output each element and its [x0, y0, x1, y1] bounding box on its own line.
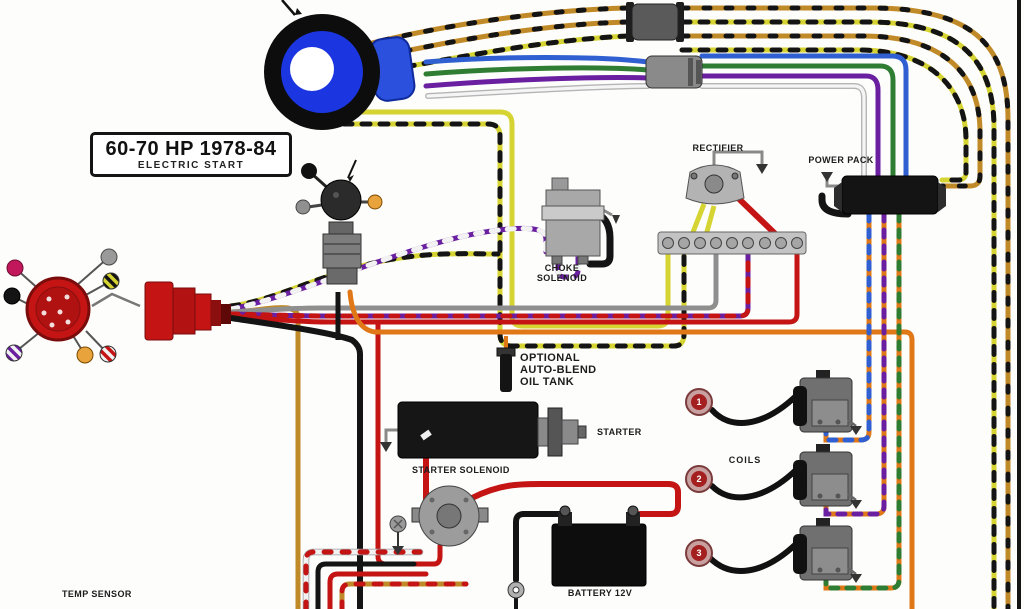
oil-tank-plug [496, 336, 516, 392]
rectifier-label: RECTIFIER [692, 143, 744, 153]
remote-plug [3, 248, 231, 364]
choke-solenoid [541, 177, 620, 280]
battery-label: BATTERY 12V [567, 588, 633, 598]
flywheel [264, 0, 416, 130]
choke-solenoid-label: CHOKE SOLENOID [536, 263, 588, 283]
ground-symbol [821, 172, 833, 182]
title-line2: ELECTRIC START [137, 160, 245, 171]
starter-solenoid [389, 485, 489, 555]
coil-1 [685, 370, 862, 435]
upper-inline-connector [626, 2, 684, 42]
switch-knob-black [301, 163, 317, 179]
trigger-wires [423, 53, 909, 179]
ground-symbol [850, 500, 862, 509]
title-line1: 60-70 HP 1978-84 [105, 138, 277, 160]
ground-symbol [850, 574, 862, 583]
starter-label: STARTER [597, 427, 642, 437]
pigtail-magenta [6, 259, 24, 277]
coils-label: COILS [728, 455, 762, 465]
title-box: 60-70 HP 1978-84 ELECTRIC START [90, 132, 292, 177]
temp-sensor-harness [302, 548, 469, 609]
ground-symbol [612, 215, 620, 224]
oil-tank-label: OPTIONAL AUTO-BLEND OIL TANK [520, 352, 597, 388]
rectifier [683, 150, 795, 253]
pigtail-yellow-black [102, 272, 120, 290]
starter-solenoid-label: STARTER SOLENOID [412, 465, 510, 475]
terminal-strip [657, 231, 807, 255]
ignition-coils [685, 370, 862, 583]
safety-switch [295, 159, 915, 609]
ground-symbol [380, 442, 392, 452]
stator-label: STATOR [250, 0, 296, 2]
pigtail-black [3, 287, 21, 305]
temp-sensor-label: TEMP SENSOR [62, 589, 132, 599]
coil-3 [685, 518, 862, 583]
stator-harness-loops [679, 0, 1021, 609]
power-pack [818, 172, 946, 218]
starter [380, 401, 587, 459]
switch-knob-gray [295, 199, 311, 215]
battery [507, 505, 647, 599]
coil-feed-wires [823, 211, 902, 591]
lower-inline-connector [645, 55, 703, 89]
pigtail-purple-white [5, 344, 23, 362]
pigtail-gray [100, 248, 118, 266]
spark-plug-2-number: 2 [696, 474, 702, 484]
ground-symbol [756, 164, 768, 174]
pigtail-red-white [99, 345, 117, 363]
ground-symbol [850, 426, 862, 435]
switch-knob-orange [367, 194, 383, 210]
power-pack-label: POWER PACK [808, 155, 874, 165]
plug-body [144, 281, 174, 341]
pigtail-orange [76, 346, 94, 364]
spark-plug-3-number: 3 [696, 548, 702, 558]
spark-plug-1-number: 1 [696, 397, 702, 407]
coil-2 [685, 444, 862, 509]
